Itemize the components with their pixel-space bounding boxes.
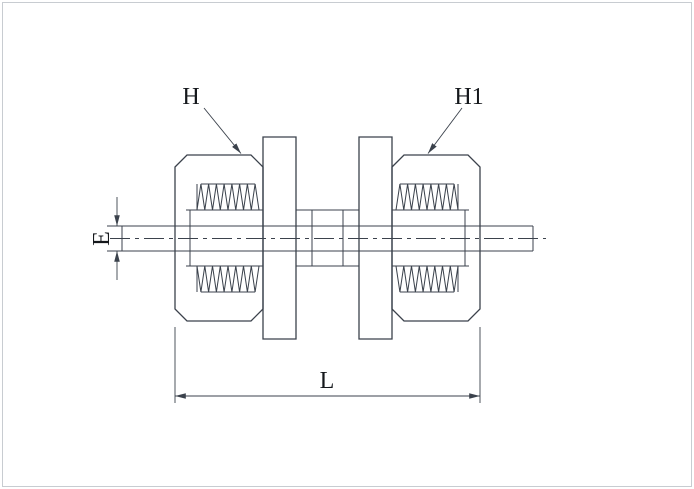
center-neck	[296, 209, 359, 267]
right-body-collar	[358, 136, 393, 340]
right-threads	[392, 183, 469, 293]
dim-label-h1: H1	[454, 84, 483, 110]
fitting-drawing	[110, 136, 546, 340]
leader-h	[203, 107, 242, 154]
dim-e	[107, 197, 129, 280]
dim-label-e: E	[89, 231, 115, 246]
leader-h1	[427, 107, 463, 154]
right-nut	[391, 154, 481, 322]
dimensions	[107, 107, 481, 403]
dim-l	[174, 327, 481, 403]
dim-label-l: L	[320, 368, 335, 394]
dim-label-h: H	[182, 84, 199, 110]
left-threads	[186, 183, 263, 293]
left-body-collar	[262, 136, 297, 340]
